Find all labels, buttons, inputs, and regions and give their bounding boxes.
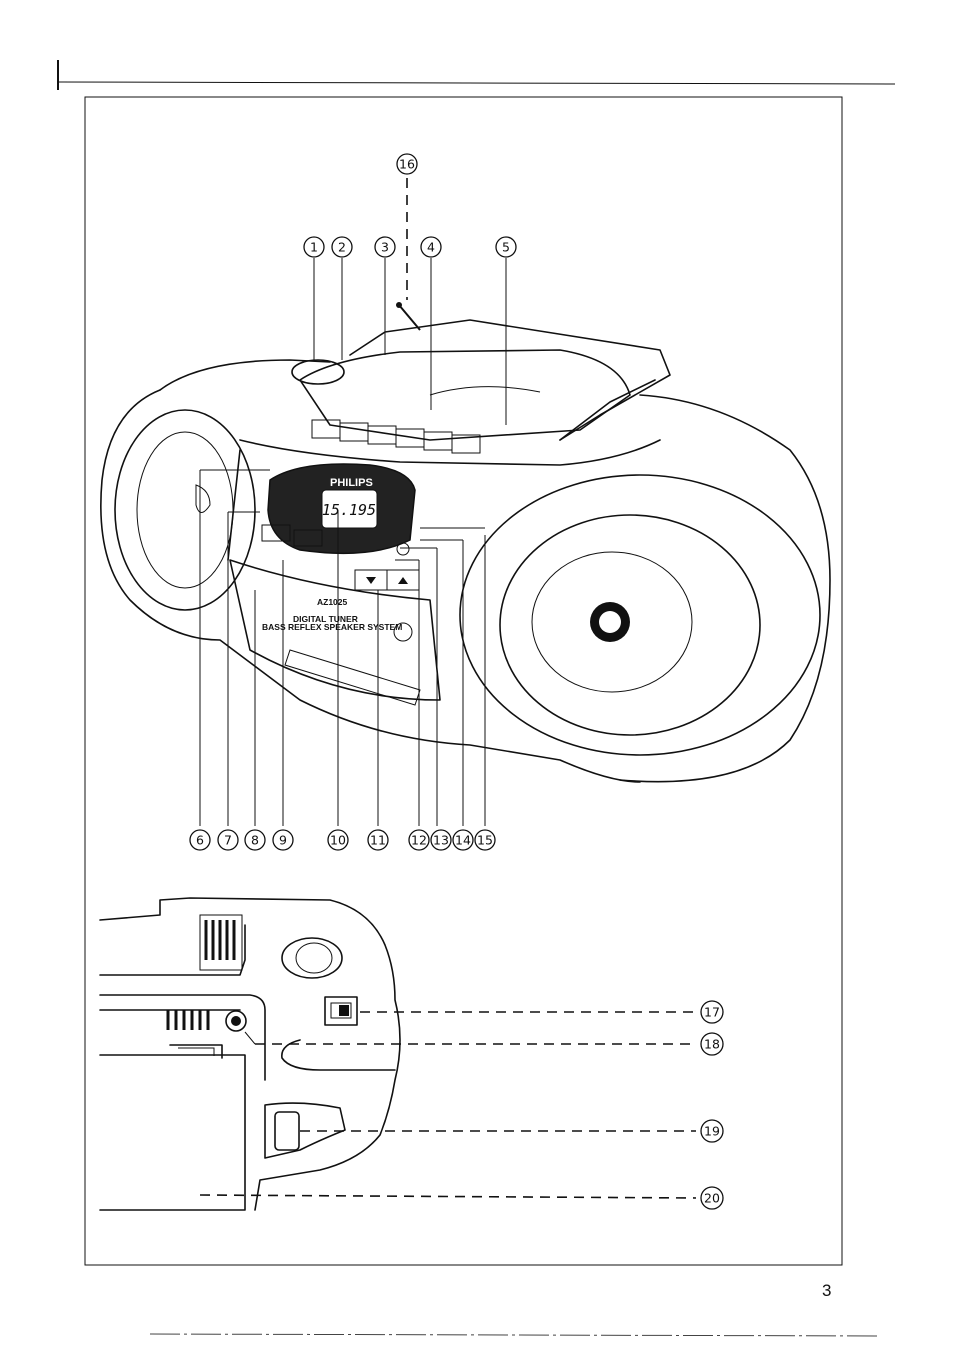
- callout-10: 10: [327, 829, 349, 851]
- top-leader-lines: [199, 178, 507, 826]
- svg-text:20: 20: [704, 1191, 720, 1206]
- callout-7: 7: [217, 829, 239, 851]
- left-speaker: [114, 409, 256, 611]
- speaker-system-label: BASS REFLEX SPEAKER SYSTEM: [262, 622, 402, 632]
- cd-lid: [299, 349, 631, 441]
- body-top: [159, 359, 331, 391]
- svg-text:1: 1: [310, 240, 318, 255]
- svg-text:13: 13: [433, 833, 449, 848]
- callout-5: 5: [495, 236, 517, 258]
- svg-text:10: 10: [330, 833, 346, 848]
- handle-recess: [281, 937, 343, 979]
- header-rule: [57, 81, 896, 85]
- model-label: AZ1025: [317, 597, 348, 607]
- cassette-panel: [229, 559, 441, 701]
- svg-text:7: 7: [224, 833, 232, 848]
- body-outline: [100, 389, 641, 783]
- right-speaker: [459, 474, 821, 756]
- svg-text:17: 17: [704, 1005, 720, 1020]
- callout-16: 16: [396, 153, 418, 175]
- rear-callouts: 17 18 19 20: [700, 1000, 724, 1210]
- callout-9: 9: [272, 829, 294, 851]
- svg-text:5: 5: [502, 240, 510, 255]
- callout-3: 3: [374, 236, 396, 258]
- lcd-readout: 15.195: [322, 501, 376, 519]
- callout-13: 13: [430, 829, 452, 851]
- tuner-label: DIGITAL TUNER: [293, 614, 358, 624]
- volume-dial: [291, 359, 345, 385]
- callout-20: 20: [700, 1186, 724, 1210]
- svg-text:19: 19: [704, 1124, 720, 1139]
- svg-text:14: 14: [455, 833, 471, 848]
- boombox-illustration: 15.195 PHILIPS AZ1025 DIGITAL TUNER BASS…: [100, 302, 831, 783]
- callout-4: 4: [420, 236, 442, 258]
- svg-text:3: 3: [381, 240, 389, 255]
- callout-14: 14: [452, 829, 474, 851]
- illustration-frame: [84, 96, 843, 1266]
- phones-jack: [225, 1010, 247, 1032]
- svg-text:11: 11: [370, 833, 386, 848]
- bottom-leader-lines: [199, 1011, 697, 1199]
- lcd-display: [321, 489, 378, 529]
- callout-8: 8: [244, 829, 266, 851]
- brand-logo: PHILIPS: [330, 477, 373, 489]
- ac-mains-socket: [274, 1111, 300, 1151]
- svg-text:12: 12: [411, 833, 427, 848]
- callout-19: 19: [700, 1119, 724, 1143]
- callout-1: 1: [303, 236, 325, 258]
- page-number: 3: [822, 1281, 831, 1300]
- rear-detail-illustration: [99, 897, 401, 1211]
- svg-text:15: 15: [477, 833, 493, 848]
- callout-18: 18: [700, 1032, 724, 1056]
- svg-text:9: 9: [279, 833, 287, 848]
- lower-vent-slots: [166, 1010, 210, 1030]
- svg-text:4: 4: [427, 240, 435, 255]
- callout-2: 2: [331, 236, 353, 258]
- svg-text:6: 6: [196, 833, 204, 848]
- callout-15: 15: [474, 829, 496, 851]
- svg-text:8: 8: [251, 833, 259, 848]
- callout-12: 12: [408, 829, 430, 851]
- callout-6: 6: [189, 829, 211, 851]
- voltage-selector: [324, 996, 358, 1026]
- housing-outline: [99, 897, 401, 1211]
- callout-17: 17: [700, 1000, 724, 1024]
- cassette-slot: [284, 649, 421, 706]
- svg-text:16: 16: [399, 157, 415, 172]
- bottom-row-callouts: 6 7 8 9 10 11 12 13 14 15: [189, 829, 496, 851]
- battery-door: [99, 1054, 246, 1211]
- upper-vent-slots: [204, 920, 236, 960]
- upper-vent: [199, 914, 243, 971]
- top-callouts: 16 1 2 3 4 5: [303, 153, 517, 258]
- cd-control-buttons: [311, 419, 481, 454]
- telescopic-antenna: [398, 304, 421, 331]
- footer-rule: [149, 1333, 881, 1337]
- mains-socket-recess: [264, 1102, 346, 1159]
- svg-text:2: 2: [338, 240, 346, 255]
- callout-11: 11: [367, 829, 389, 851]
- svg-text:18: 18: [704, 1037, 720, 1052]
